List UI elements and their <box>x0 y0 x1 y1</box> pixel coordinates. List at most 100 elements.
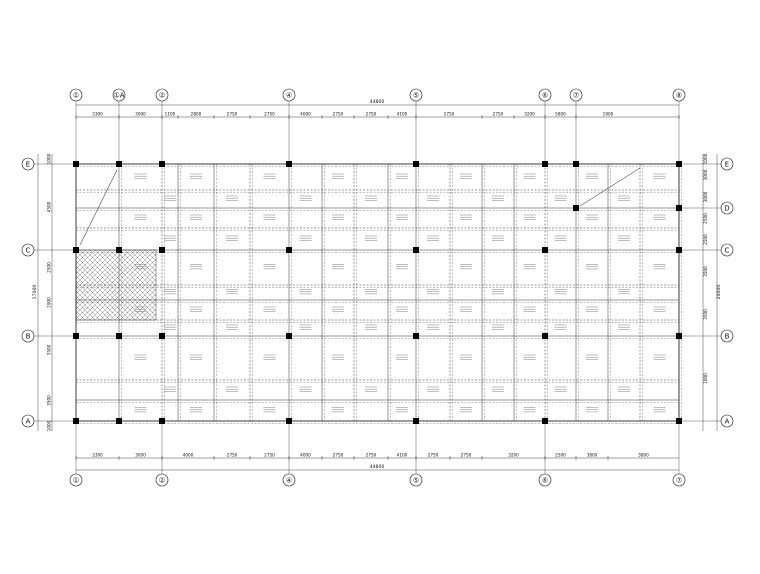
top-dimension: 2800 <box>191 112 202 117</box>
column <box>159 333 165 339</box>
left-axis-bubble-circle <box>21 414 35 428</box>
right-axis-bubble: E <box>725 160 729 168</box>
top-dimension: 3200 <box>524 112 535 117</box>
left-axis-bubble: E <box>26 160 30 168</box>
bottom-dimension: 4000 <box>183 453 194 458</box>
top-axis-bubble: ④ <box>286 91 292 99</box>
bottom-dimension: 2750 <box>333 453 344 458</box>
beam-annotations <box>134 173 666 413</box>
top-dimension: 3000 <box>135 112 146 117</box>
left-dimension: 1900 <box>47 297 52 308</box>
column <box>413 333 419 339</box>
stair-diagonal <box>579 167 641 207</box>
bottom-dimension: 2750 <box>227 453 238 458</box>
bottom-dimension: 3200 <box>508 453 519 458</box>
bottom-dimension: 2750 <box>366 453 377 458</box>
bottom-dimension: 3800 <box>638 453 649 458</box>
top-axis-bubble-circle <box>409 88 423 102</box>
top-axis-bubble-circle <box>69 88 83 102</box>
bottom-axis-bubble-circle <box>672 473 686 487</box>
bottom-dimension: 4100 <box>397 453 408 458</box>
column <box>542 333 548 339</box>
column <box>159 247 165 253</box>
left-dimension: 3500 <box>47 344 52 355</box>
bottom-axis-bubble-circle <box>69 473 83 487</box>
column <box>286 333 292 339</box>
bottom-dimension: 2750 <box>428 453 439 458</box>
top-total-dimension: 44800 <box>370 99 385 105</box>
left-dimension: 2500 <box>47 262 52 273</box>
left-axis-bubble: B <box>26 332 31 340</box>
stair-diagonal <box>79 169 118 246</box>
column <box>573 205 579 211</box>
dimension-lines: 44800 3300 3000 1100 2800 2750 2750 4000 2750 275… <box>32 99 722 471</box>
bottom-axis-bubble-circle <box>409 473 423 487</box>
bottom-dimension: 3300 <box>92 453 103 458</box>
bottom-axis-bubble: ① <box>73 476 79 484</box>
top-dimension: 1900 <box>603 112 614 117</box>
right-axis-bubble-circle <box>720 329 734 343</box>
bottom-dimension: 3800 <box>587 453 598 458</box>
left-axis-bubble: A <box>26 417 31 425</box>
top-dimension: 1100 <box>165 112 176 117</box>
top-dimension: 4000 <box>300 112 311 117</box>
bottom-axis-bubble-circle <box>282 473 296 487</box>
column <box>542 247 548 253</box>
left-dimension: 1000 <box>47 420 52 431</box>
left-axis-bubble-circle <box>21 329 35 343</box>
top-dimension: 5800 <box>555 112 566 117</box>
top-axis-bubble: ② <box>159 91 165 99</box>
bottom-axis-bubble-circle <box>155 473 169 487</box>
bottom-dimension: 2500 <box>555 453 566 458</box>
left-dimension: 3500 <box>47 395 52 406</box>
beam-lines <box>76 163 682 424</box>
right-dimension: 3000 <box>703 191 708 202</box>
bottom-axis-bubble: ⑥ <box>542 476 548 484</box>
bottom-axis-bubble: ④ <box>286 476 292 484</box>
top-dimension: 2750 <box>366 112 377 117</box>
left-dimension: 4500 <box>47 201 52 212</box>
top-axis-bubble-circle <box>569 88 583 102</box>
right-dimension: 3500 <box>703 309 708 320</box>
right-axis-bubble: D <box>724 204 729 212</box>
right-dimension: 2500 <box>703 213 708 224</box>
bottom-dimension: 2750 <box>461 453 472 458</box>
bottom-dimension: 4000 <box>300 453 311 458</box>
right-dimension: 1000 <box>703 373 708 384</box>
right-axis-bubble: A <box>725 417 730 425</box>
right-axis-bubble-circle <box>720 157 734 171</box>
right-axis-bubble-circle <box>720 201 734 215</box>
column <box>413 247 419 253</box>
column <box>116 418 122 424</box>
bottom-axis-bubble-circle <box>538 473 552 487</box>
top-axis-bubble: ⑦ <box>573 91 579 99</box>
right-dimension: 3000 <box>703 169 708 180</box>
top-axis-bubble-circle <box>282 88 296 102</box>
top-axis-bubble-circle <box>672 88 686 102</box>
bottom-dimension: 3000 <box>135 453 146 458</box>
top-dimension: 3300 <box>92 112 103 117</box>
right-dimension: 2500 <box>703 234 708 245</box>
top-axis-bubble: ① <box>73 91 79 99</box>
top-axis-bubble-circle <box>112 88 126 102</box>
top-dimension: 2750 <box>264 112 275 117</box>
bottom-axis-bubble: ⑦ <box>676 476 682 484</box>
left-axis-bubble-circle <box>21 243 35 257</box>
top-dimension: 2750 <box>493 112 504 117</box>
right-axis-bubble-circle <box>720 414 734 428</box>
right-dimension: 1000 <box>703 153 708 164</box>
column <box>286 247 292 253</box>
left-total-dimension: 17000 <box>32 285 38 300</box>
bottom-dimension: 2750 <box>264 453 275 458</box>
top-dimension: 2750 <box>333 112 344 117</box>
top-axis-bubble-circle <box>538 88 552 102</box>
top-axis-bubble: ⑤ <box>413 91 419 99</box>
top-dimension: 2750 <box>444 112 455 117</box>
column <box>116 333 122 339</box>
right-total-dimension: 20000 <box>716 285 722 300</box>
bottom-axis-bubble: ⑤ <box>413 476 419 484</box>
right-axis-bubble: B <box>725 332 730 340</box>
